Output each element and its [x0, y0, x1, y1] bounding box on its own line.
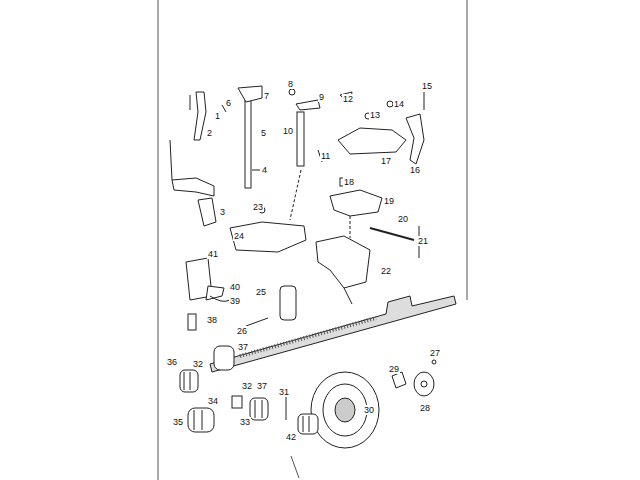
callout-number: 21: [417, 236, 429, 246]
callout-number: 11: [320, 151, 331, 161]
callout-number: 1: [214, 111, 221, 121]
callout-number: 16: [409, 165, 421, 175]
callout-number: 36: [166, 357, 178, 367]
callout-number: 33: [239, 417, 251, 427]
callout-number: 6: [225, 98, 232, 108]
callout-number: 24: [233, 231, 245, 241]
callout-number: 3: [219, 207, 226, 217]
callout-number: 28: [419, 403, 431, 413]
callout-number: 31: [278, 387, 290, 397]
callout-number: 38: [206, 315, 218, 325]
callout-number: 37: [237, 342, 249, 352]
callout-number: 20: [397, 214, 409, 224]
callout-number: 41: [207, 249, 219, 259]
callout-number: 42: [285, 432, 297, 442]
callout-number: 35: [172, 417, 184, 427]
callout-number: 29: [388, 364, 400, 374]
callout-number: 32: [192, 359, 204, 369]
callout-number: 8: [287, 79, 294, 89]
callout-number: 34: [207, 396, 219, 406]
callout-number: 10: [282, 126, 294, 136]
callout-number: 26: [236, 326, 248, 336]
callout-number: 12: [342, 94, 354, 104]
callout-number: 7: [263, 91, 270, 101]
callout-number: 30: [363, 405, 375, 415]
callout-number: 22: [380, 266, 392, 276]
callout-number: 25: [255, 287, 267, 297]
callout-number: 17: [380, 156, 392, 166]
callout-number: 5: [260, 128, 267, 138]
callout-number: 19: [383, 196, 395, 206]
callout-number: 39: [229, 296, 241, 306]
callout-number: 37: [256, 381, 268, 391]
callout-number: 14: [393, 99, 405, 109]
callout-number: 9: [318, 92, 325, 102]
callout-number: 40: [229, 282, 241, 292]
callout-number: 27: [429, 348, 441, 358]
callout-number: 15: [421, 81, 433, 91]
callout-number: 23: [252, 202, 264, 212]
callout-number: 32: [241, 381, 253, 391]
callout-number: 18: [343, 177, 355, 187]
callout-number: 13: [369, 110, 381, 120]
callout-number: 4: [261, 165, 268, 175]
callout-number: 2: [206, 128, 213, 138]
